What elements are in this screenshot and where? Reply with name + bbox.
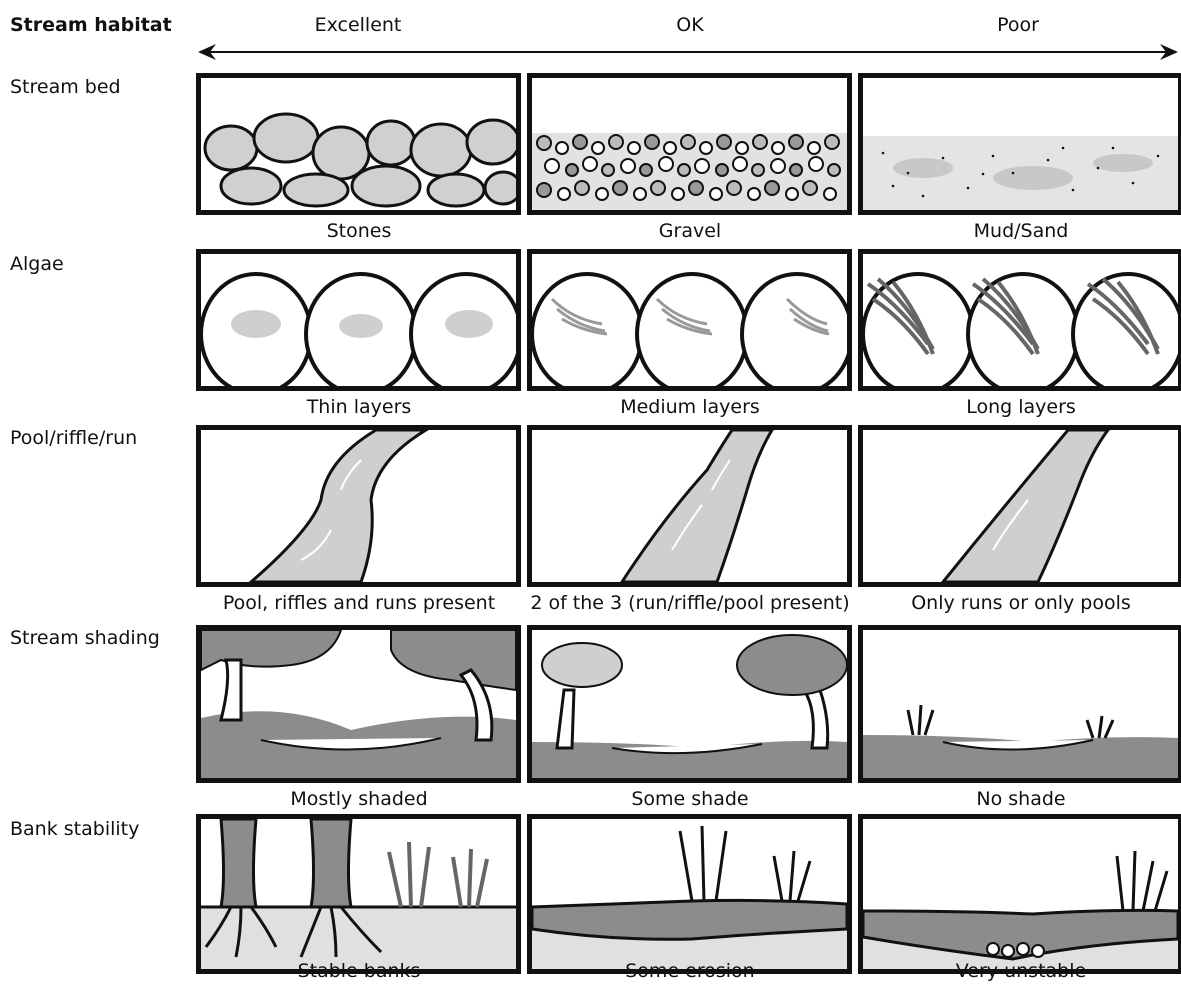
caption-pool-riffles-runs: Pool, riffles and runs present xyxy=(189,592,529,614)
winding-stream-illustration xyxy=(196,425,521,587)
caption-some-shade: Some shade xyxy=(520,788,860,810)
row-label-stream-bed: Stream bed xyxy=(10,76,121,98)
caption-no-shade: No shade xyxy=(851,788,1181,810)
straight-stream-illustration xyxy=(858,425,1181,587)
scale-excellent: Excellent xyxy=(258,14,458,36)
caption-gravel: Gravel xyxy=(520,220,860,242)
caption-mostly-shaded: Mostly shaded xyxy=(189,788,529,810)
caption-long-layers: Long layers xyxy=(851,396,1181,418)
scale-ok: OK xyxy=(590,14,790,36)
quality-scale-arrow xyxy=(196,42,1180,62)
gravel-illustration xyxy=(527,73,852,215)
caption-very-unstable: Very unstable xyxy=(851,960,1181,982)
caption-two-of-three: 2 of the 3 (run/riffle/pool present) xyxy=(520,592,860,614)
eroding-bank-illustration xyxy=(527,814,852,974)
row-label-pool-riffle-run: Pool/riffle/run xyxy=(10,427,137,449)
long-algae-illustration xyxy=(858,249,1181,391)
open-bank-illustration xyxy=(858,625,1181,783)
mud-sand-illustration xyxy=(858,73,1181,215)
medium-algae-illustration xyxy=(527,249,852,391)
row-label-bank-stability: Bank stability xyxy=(10,818,139,840)
collapsing-bank-illustration xyxy=(858,814,1181,974)
caption-some-erosion: Some erosion xyxy=(520,960,860,982)
row-label-stream-shading: Stream shading xyxy=(10,627,160,649)
caption-stones: Stones xyxy=(189,220,529,242)
diagram-title: Stream habitat xyxy=(10,14,172,36)
caption-mud-sand: Mud/Sand xyxy=(851,220,1181,242)
stream-illustration xyxy=(527,425,852,587)
stones-illustration xyxy=(196,73,521,215)
caption-medium-layers: Medium layers xyxy=(520,396,860,418)
scale-poor: Poor xyxy=(918,14,1118,36)
caption-stable-banks: Stable banks xyxy=(189,960,529,982)
caption-thin-layers: Thin layers xyxy=(189,396,529,418)
dense-trees-illustration xyxy=(196,625,521,783)
some-trees-illustration xyxy=(527,625,852,783)
caption-only-runs-or-pools: Only runs or only pools xyxy=(851,592,1181,614)
thin-algae-illustration xyxy=(196,249,521,391)
rooted-bank-illustration xyxy=(196,814,521,974)
row-label-algae: Algae xyxy=(10,253,64,275)
